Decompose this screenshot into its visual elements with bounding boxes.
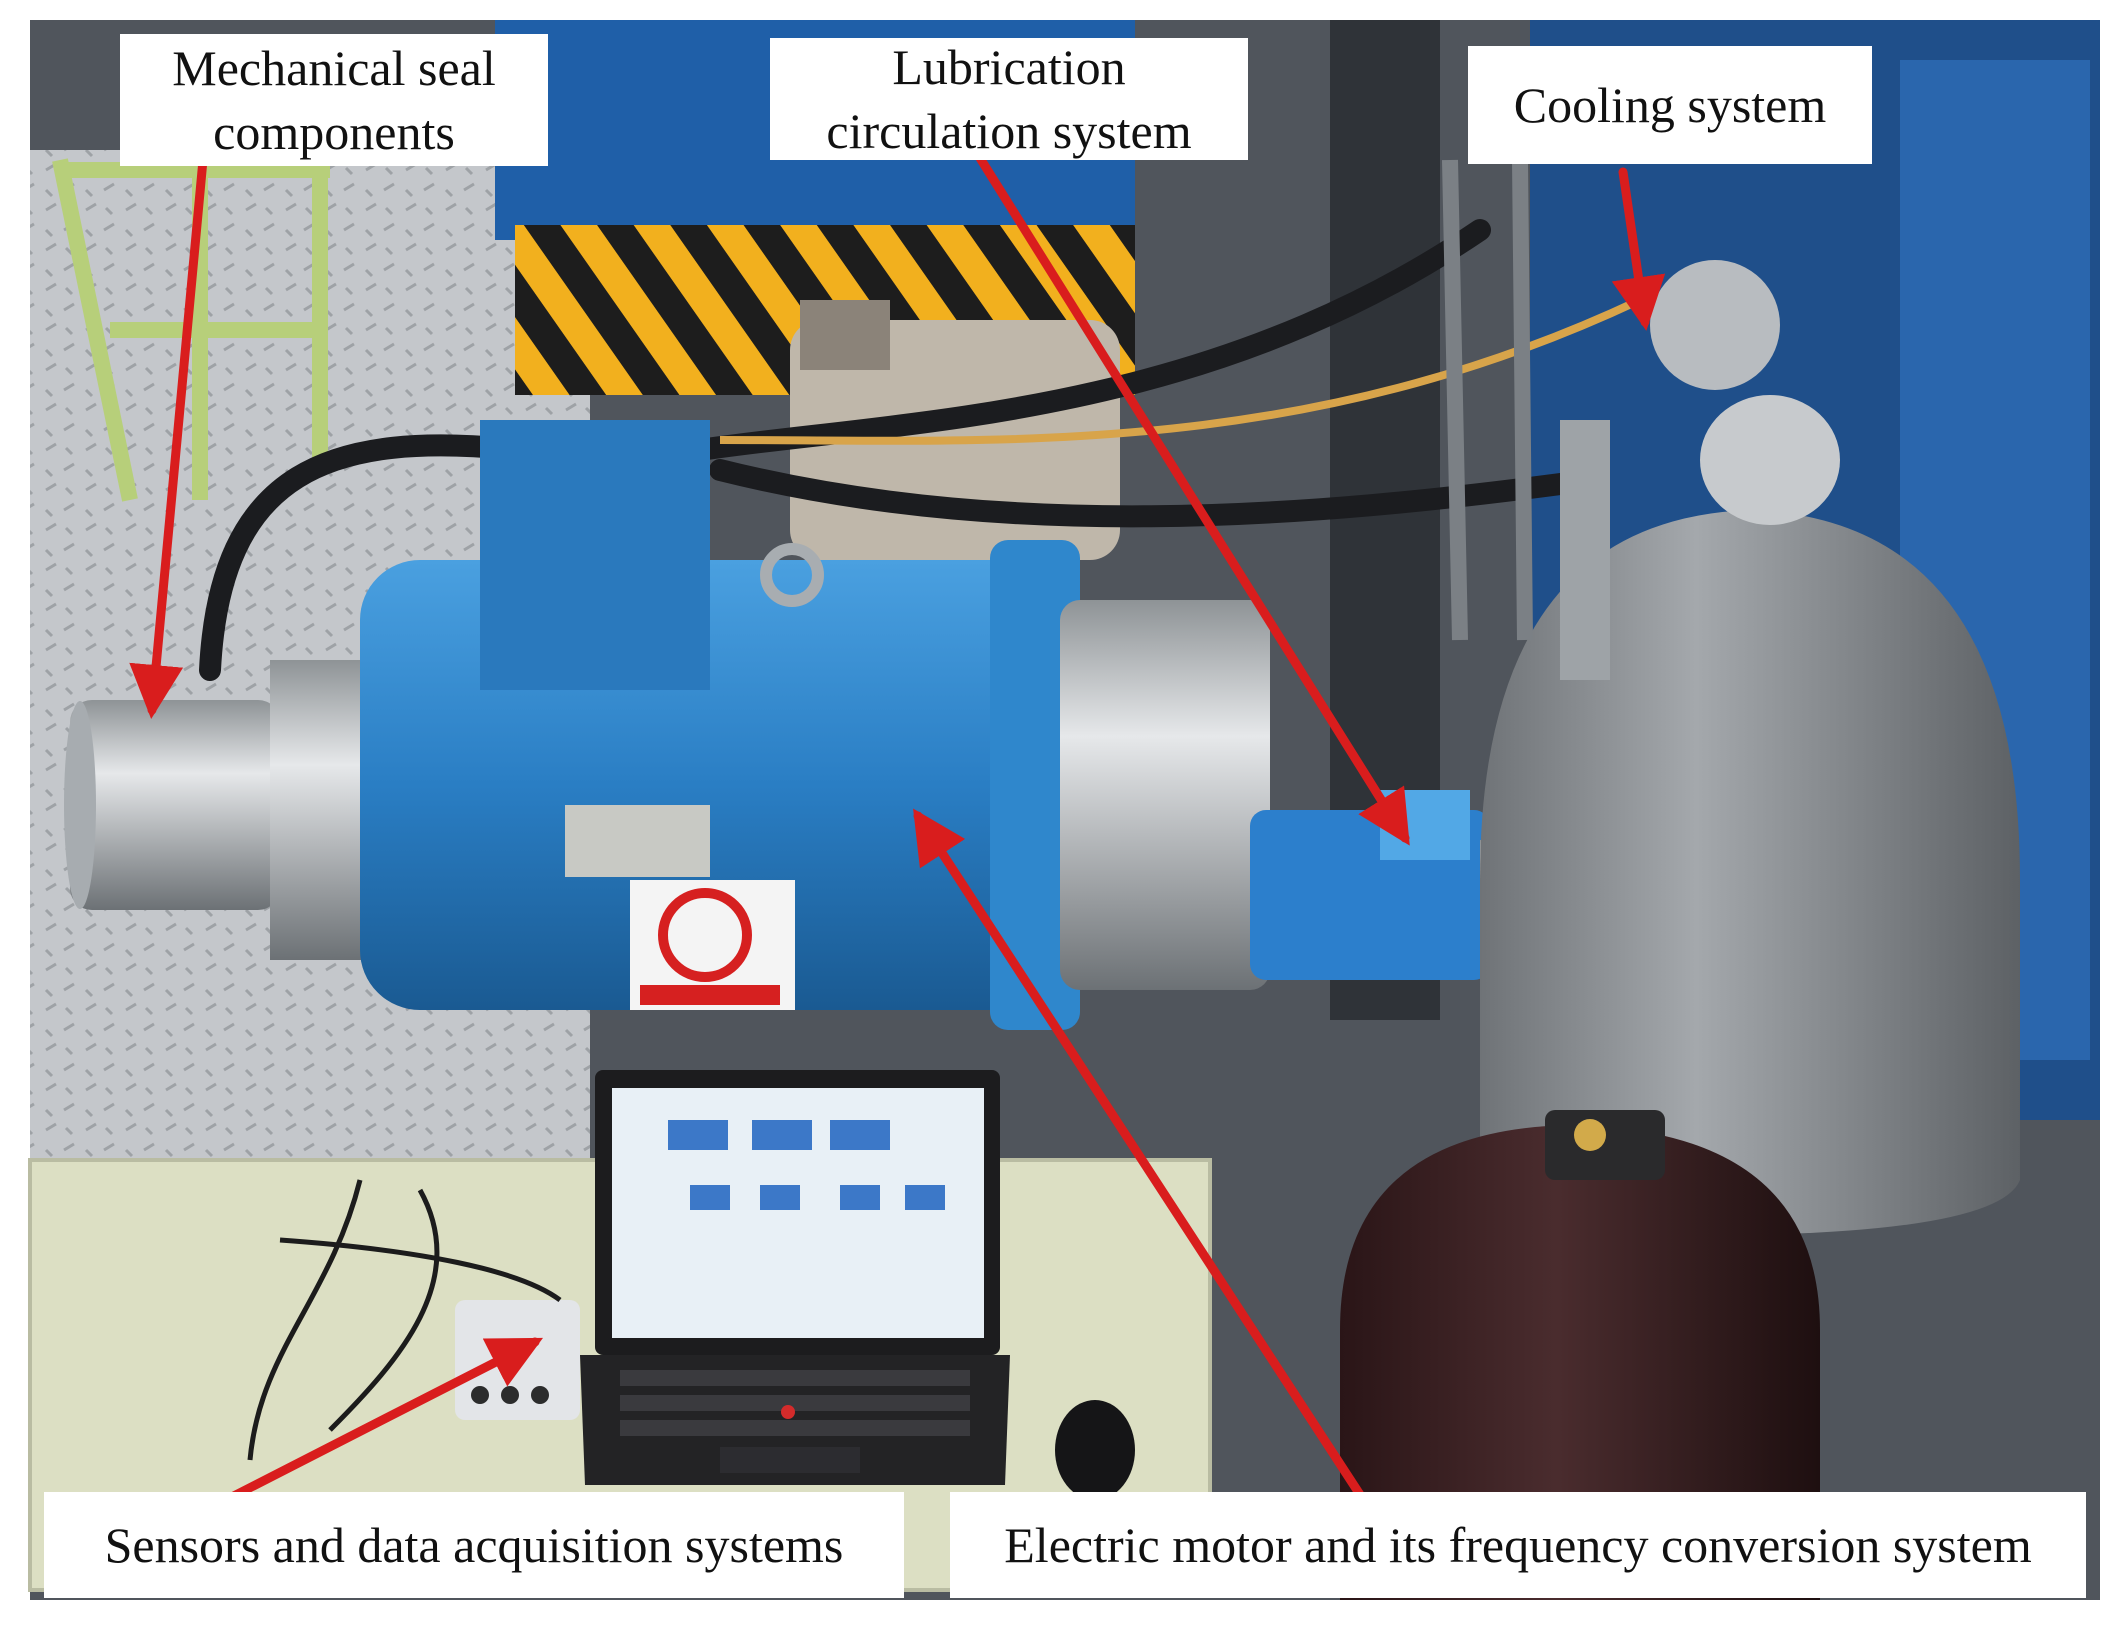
label-lubrication: Lubrication circulation system <box>770 38 1248 160</box>
arrow-sensors <box>217 1337 544 1507</box>
arrow-motor <box>913 808 1375 1515</box>
label-electric-motor-text: Electric motor and its frequency convers… <box>1004 1517 2032 1573</box>
label-sensors-daq-text: Sensors and data acquisition systems <box>104 1517 844 1573</box>
label-mechanical-seal-line1: Mechanical seal <box>172 40 496 96</box>
label-sensors-daq: Sensors and data acquisition systems <box>44 1492 904 1598</box>
label-mechanical-seal: Mechanical seal components <box>120 34 548 166</box>
arrow-lube <box>970 145 1410 846</box>
label-electric-motor: Electric motor and its frequency convers… <box>950 1492 2086 1598</box>
label-lubrication-line1: Lubrication <box>892 39 1126 95</box>
arrow-cooling <box>1611 167 1666 331</box>
label-cooling-system-text: Cooling system <box>1513 77 1827 133</box>
arrow-seal <box>129 155 208 719</box>
label-cooling-system: Cooling system <box>1468 46 1872 164</box>
label-lubrication-line2: circulation system <box>826 103 1192 159</box>
label-mechanical-seal-line2: components <box>213 104 455 160</box>
